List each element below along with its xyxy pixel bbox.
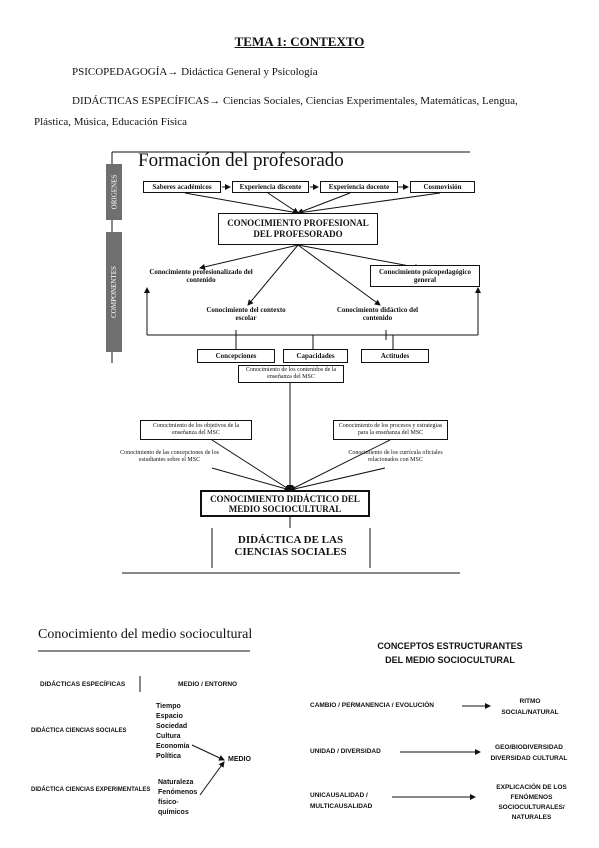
didacticas-especificas: DIDÁCTICAS ESPECÍFICAS — [40, 681, 126, 688]
msc-concepciones: Conocimiento de las concepciones de los … — [120, 450, 219, 463]
ritmo-line1: RITMO — [519, 698, 541, 705]
cambio-row-right: RITMO SOCIAL/NATURAL — [500, 696, 560, 718]
list-item: Economía — [156, 743, 190, 750]
bottom-capacidades: Capacidades — [283, 349, 348, 363]
list-item: Sociedad — [156, 723, 188, 730]
bottom-concepciones: Concepciones — [197, 349, 275, 363]
list-item: Tiempo — [156, 703, 181, 710]
geo-line2: DIVERSIDAD CULTURAL — [490, 755, 568, 762]
msc-procesos: Conocimiento de los procesos y estrategi… — [333, 420, 448, 440]
causalidad-row-right: EXPLICACIÓN DE LOS FENÓMENOS SOCIOCULTUR… — [484, 783, 579, 823]
origin-docente: Experiencia docente — [320, 181, 398, 193]
causalidad-line2: MULTICAUSALIDAD — [310, 803, 373, 810]
explicacion-line3: SOCIOCULTURALES/ — [498, 804, 565, 811]
unidad-row-left: UNIDAD / DIVERSIDAD — [310, 748, 381, 755]
social-list: Tiempo Espacio Sociedad Cultura Economía… — [156, 702, 189, 762]
conceptos-title-line1: CONCEPTOS ESTRUCTURANTES — [377, 641, 523, 651]
medio-sociocultural-title: Conocimiento del medio sociocultural — [38, 627, 253, 642]
didacticas-line-cont: Plástica, Música, Educación Física — [34, 116, 188, 128]
conceptos-title-line2: DEL MEDIO SOCIOCULTURAL — [385, 655, 515, 665]
list-item: químicos — [158, 809, 189, 816]
didacticas-line: DIDÁCTICAS ESPECÍFICAS→ Ciencias Sociale… — [72, 95, 518, 107]
comp-psicopedagogico: Conocimiento psicopedagógico general — [370, 265, 480, 287]
didactica-ciencias-sociales-label: DIDÁCTICA CIENCIAS SOCIALES — [31, 728, 127, 734]
origin-saberes: Saberes académicos — [143, 181, 221, 193]
conocimiento-profesional-box: CONOCIMIENTO PROFESIONAL DEL PROFESORADO — [218, 213, 378, 245]
explicacion-line4: NATURALES — [511, 814, 552, 821]
list-item: Fenómenos — [158, 789, 198, 796]
geo-line1: GEO/BIODIVERSIDAD — [495, 744, 563, 751]
list-item: Espacio — [156, 713, 183, 720]
list-item: Política — [156, 753, 181, 760]
didactica-ciencias-sociales: DIDÁCTICA DE LAS CIENCIAS SOCIALES — [234, 534, 347, 558]
list-item: Cultura — [156, 733, 181, 740]
didactica-ciencias-experimentales-label: DIDÁCTICA CIENCIAS EXPERIMENTALES — [31, 787, 151, 793]
page-title: TEMA 1: CONTEXTO — [234, 34, 365, 49]
exp-list: Naturaleza Fenómenos físico- químicos — [158, 778, 197, 818]
causalidad-row-left: UNICAUSALIDAD / MULTICAUSALIDAD — [310, 790, 372, 812]
ritmo-line2: SOCIAL/NATURAL — [501, 709, 559, 716]
list-item: Naturaleza — [158, 779, 194, 786]
origenes-label: ORIGENES — [106, 164, 122, 220]
comp-contexto: Conocimiento del contexto escolar — [206, 306, 286, 322]
medio-entorno: MEDIO / ENTORNO — [178, 681, 238, 688]
origin-discente: Experiencia discente — [232, 181, 309, 193]
componentes-label: COMPONENTES — [106, 232, 122, 352]
list-item: físico- — [158, 799, 179, 806]
psicopedagogia-line: PSICOPEDAGOGÍA→ Didáctica General y Psic… — [72, 66, 318, 78]
msc-contenidos: Conocimiento de los contenidos de la ens… — [238, 365, 344, 383]
explicacion-line1: EXPLICACIÓN DE LOS — [496, 784, 567, 791]
origin-cosmovision: Cosmovisión — [410, 181, 475, 193]
comp-didactico: Conocimiento didáctico del contenido — [336, 306, 419, 322]
bottom-actitudes: Actitudes — [361, 349, 429, 363]
medio-label: MEDIO — [228, 756, 251, 763]
causalidad-line1: UNICAUSALIDAD / — [310, 792, 368, 799]
msc-curricula: Conocimiento de los currícula oficiales … — [348, 450, 443, 463]
conocimiento-didactico-box: CONOCIMIENTO DIDÁCTICO DEL MEDIO SOCIOCU… — [200, 490, 370, 517]
cambio-row-left: CAMBIO / PERMANENCIA / EVOLUCIÓN — [310, 702, 434, 709]
conceptos-title: CONCEPTOS ESTRUCTURANTES DEL MEDIO SOCIO… — [350, 639, 550, 667]
explicacion-line2: FENÓMENOS — [510, 794, 553, 801]
msc-objetivos: Conocimiento de los objetivos de la ense… — [140, 420, 252, 440]
unidad-row-right: GEO/BIODIVERSIDAD DIVERSIDAD CULTURAL — [484, 742, 574, 764]
comp-profesionalizado: Conocimiento profesionalizado del conten… — [149, 268, 253, 284]
formacion-title: Formación del profesorado — [138, 150, 344, 171]
